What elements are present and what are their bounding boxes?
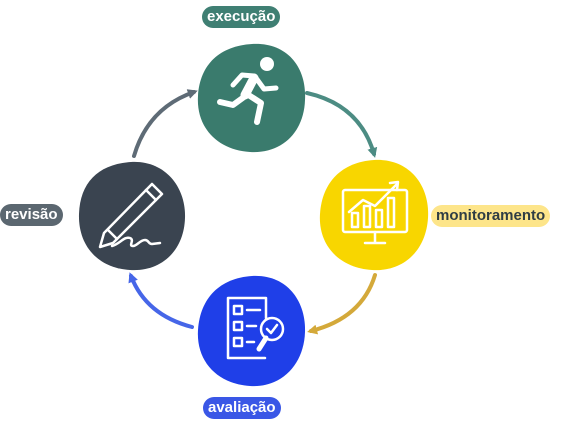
label-execucao: execução bbox=[202, 6, 281, 28]
monitoramento-node bbox=[319, 159, 429, 271]
arrow-monitoramento-to-avaliacao bbox=[307, 273, 377, 335]
monitoramento-blob bbox=[319, 159, 429, 271]
arrow-revisao-to-execucao bbox=[132, 89, 198, 158]
label-avaliacao: avaliação bbox=[203, 397, 281, 419]
arrow-avaliacao-to-revisao bbox=[128, 272, 194, 329]
label-monitoramento: monitoramento bbox=[431, 205, 551, 227]
arrow-execucao-to-monitoramento bbox=[305, 91, 378, 158]
label-revisao: revisão bbox=[0, 204, 63, 226]
growth-chart-monitor-icon bbox=[341, 180, 409, 245]
avaliacao-node bbox=[197, 275, 306, 387]
pencil-signature-icon bbox=[98, 182, 164, 249]
execucao-node bbox=[197, 43, 306, 153]
revisao-blob bbox=[78, 161, 186, 271]
revisao-node bbox=[78, 161, 186, 271]
avaliacao-blob bbox=[197, 275, 306, 387]
running-person-icon bbox=[217, 57, 279, 125]
checklist-magnifier-icon bbox=[226, 296, 285, 360]
